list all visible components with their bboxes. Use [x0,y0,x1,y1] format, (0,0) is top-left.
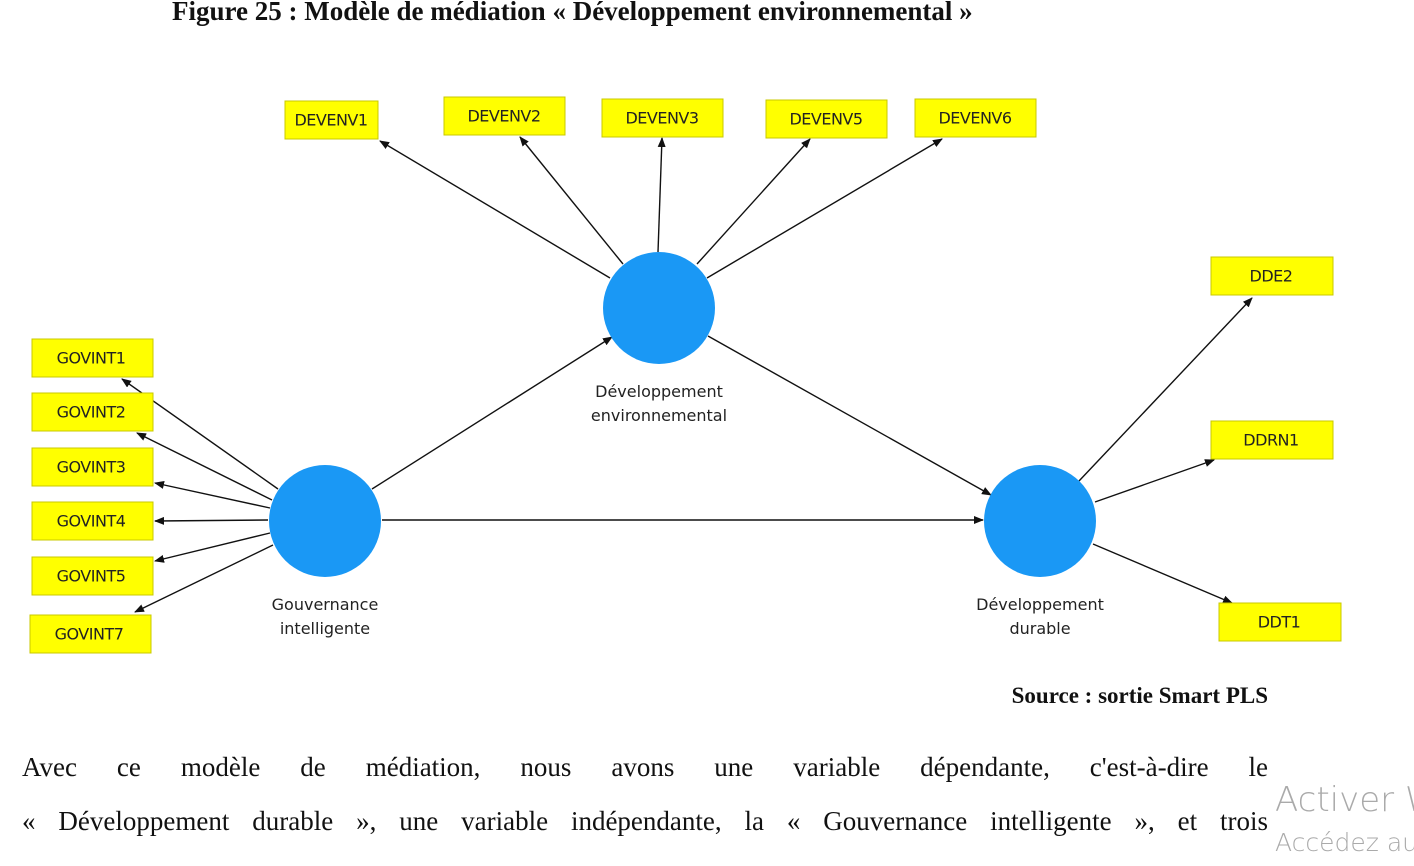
edge-env-devenv3 [657,137,666,253]
indicator-dde2: DDE2 [1210,256,1334,296]
svg-text:intelligente: intelligente [280,619,370,638]
node-gouvernance-intelligente: Gouvernance intelligente [269,465,381,638]
indicator-govint5: GOVINT5 [31,556,154,596]
indicator-govint1: GOVINT1 [31,338,154,378]
edge-gov-env [371,336,613,490]
edge-env-dd [707,335,992,496]
indicator-devenv1: DEVENV1 [284,100,379,140]
svg-text:Développement: Développement [595,382,723,401]
edge-gov-govint2 [136,432,273,501]
edges [121,136,1253,613]
svg-text:durable: durable [1009,619,1070,638]
svg-text:DEVENV5: DEVENV5 [789,110,862,129]
svg-text:DEVENV2: DEVENV2 [467,107,540,126]
indicator-devenv3: DEVENV3 [601,98,724,138]
edge-env-devenv5 [696,138,811,265]
svg-text:GOVINT4: GOVINT4 [57,512,126,531]
svg-text:DEVENV1: DEVENV1 [294,111,367,130]
svg-text:DDRN1: DDRN1 [1243,431,1298,450]
edge-dd-dde2 [1078,297,1253,482]
paragraph-line-1: Avec ce modèle de médiation, nous avons … [22,752,1268,782]
edge-dd-ddt1 [1092,543,1233,604]
figure-title: Figure 25 : Modèle de médiation « Dévelo… [172,0,973,26]
indicator-govint7: GOVINT7 [29,614,152,654]
figure-source: Source : sortie Smart PLS [1011,683,1268,708]
svg-text:GOVINT5: GOVINT5 [57,567,126,586]
node-developpement-durable: Développement durable [976,465,1104,638]
node-developpement-environnemental: Développement environnemental [591,252,727,425]
svg-text:DDE2: DDE2 [1250,267,1293,286]
svg-text:DDT1: DDT1 [1258,613,1301,632]
paragraph-line-2: « Développement durable », une variable … [22,806,1268,836]
svg-text:DEVENV3: DEVENV3 [625,109,698,128]
edge-env-devenv2 [519,136,624,265]
indicator-devenv2: DEVENV2 [443,96,566,136]
edge-gov-govint5 [154,532,271,563]
edge-gov-govint4 [154,516,269,525]
activation-watermark-title: Activer W [1275,780,1414,820]
mediation-diagram: DEVENV1 DEVENV2 DEVENV3 DEVENV5 DEVENV6 … [29,96,1342,654]
svg-text:GOVINT2: GOVINT2 [57,403,126,422]
svg-text:GOVINT1: GOVINT1 [57,349,126,368]
edge-dd-ddrn1 [1094,459,1215,503]
indicator-ddt1: DDT1 [1218,602,1342,642]
edge-gov-govint7 [134,544,274,613]
activation-watermark-subtitle: Accédez au [1275,828,1414,857]
svg-text:GOVINT3: GOVINT3 [57,458,126,477]
indicator-devenv5: DEVENV5 [765,99,888,139]
indicator-ddrn1: DDRN1 [1210,420,1334,460]
indicator-govint4: GOVINT4 [31,501,154,541]
indicator-devenv6: DEVENV6 [914,98,1037,138]
svg-text:GOVINT7: GOVINT7 [55,625,124,644]
indicator-govint3: GOVINT3 [31,447,154,487]
edge-env-devenv1 [379,140,611,279]
svg-text:Développement: Développement [976,595,1104,614]
indicator-govint2: GOVINT2 [31,392,154,432]
edge-env-devenv6 [706,138,943,279]
svg-text:DEVENV6: DEVENV6 [938,109,1011,128]
svg-text:Gouvernance: Gouvernance [272,595,379,614]
edge-gov-govint3 [154,481,271,509]
svg-text:environnemental: environnemental [591,406,727,425]
